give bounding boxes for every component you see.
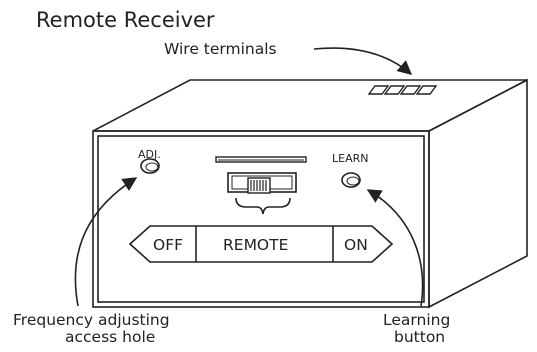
receiver-box [92,78,528,309]
learning-callout-line1: Learning [383,311,450,329]
wire-terminal [415,85,438,95]
mode-remote-label: REMOTE [223,236,288,254]
frequency-callout-arrow [74,177,138,307]
frequency-callout-line1: Frequency adjusting [13,311,170,329]
top-face [92,79,528,132]
diagram-title: Remote Receiver [36,8,215,32]
mode-label-outline [128,225,394,263]
right-face [428,78,528,309]
learning-button [341,172,361,188]
wire-terminals [367,85,438,95]
frequency-callout-line2: access hole [65,328,155,346]
mode-on-label: ON [344,236,368,254]
front-face-inner-border [97,135,425,303]
remote-position-brace [235,197,291,215]
frequency-access-hole-inner [145,162,159,172]
slide-switch [227,172,297,194]
adj-label: ADJ. [138,148,161,161]
learning-callout-arrow [366,189,424,307]
slide-switch-knob-grip [250,180,267,191]
wire-terminals-label: Wire terminals [164,40,277,58]
frequency-access-hole [140,158,160,174]
wire-terminal [399,85,422,95]
wire-terminal [383,85,406,95]
learn-label: LEARN [332,152,368,165]
wire-terminals-arrow [313,47,413,75]
learning-callout-line2: button [394,328,445,346]
learning-button-inner [346,176,360,186]
mode-label-panel [128,225,394,263]
mode-off-label: OFF [153,236,183,254]
wire-terminal [367,85,390,95]
